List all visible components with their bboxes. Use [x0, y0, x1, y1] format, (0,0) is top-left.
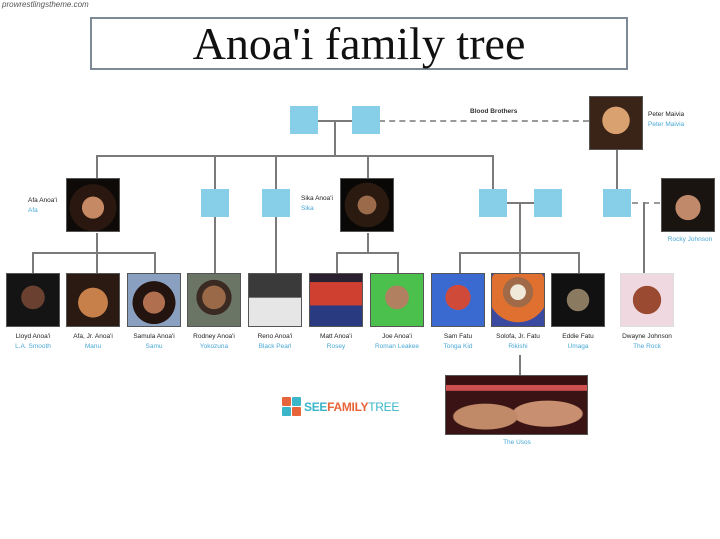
logo-text-see: SEE — [304, 400, 328, 414]
name-reno-anoai: Reno Anoa'i — [257, 333, 293, 340]
blood-brothers-dashed-line — [379, 120, 589, 122]
logo-text-tree: TREE — [368, 400, 400, 414]
photo-rodney-anoai[interactable] — [187, 273, 241, 327]
unknown-spouse-node-3[interactable] — [479, 189, 507, 217]
alias-roman-leakee[interactable]: Roman Leakee — [374, 343, 420, 350]
alias-the-usos[interactable]: The Usos — [503, 439, 531, 446]
name-lloyd-anoai: Lloyd Anoa'i — [15, 333, 51, 340]
logo-mark-icon — [282, 397, 302, 417]
alias-rikishi[interactable]: Rikishi — [508, 343, 528, 350]
photo-peter-maivia[interactable] — [589, 96, 643, 150]
name-sam-fatu: Sam Fatu — [443, 333, 473, 340]
alias-the-rock[interactable]: The Rock — [633, 343, 661, 350]
alias-rosey[interactable]: Rosey — [326, 343, 346, 350]
alias-yokozuna[interactable]: Yokozuna — [199, 343, 229, 350]
logo-text-family: FAMILY — [327, 400, 369, 414]
photo-sika[interactable] — [340, 178, 394, 232]
name-sika: Sika Anoa'i — [301, 195, 333, 202]
alias-afa[interactable]: Afa — [28, 207, 38, 214]
blood-brothers-label: Blood Brothers — [470, 108, 518, 115]
alias-sika[interactable]: Sika — [301, 205, 314, 212]
name-matt-anoai: Matt Anoa'i — [320, 333, 352, 340]
alias-rocky-johnson[interactable]: Rocky Johnson — [667, 236, 713, 243]
maivia-daughter-node[interactable] — [603, 189, 631, 217]
name-joe-anoai: Joe Anoa'i — [382, 333, 412, 340]
name-eddie-fatu: Eddie Fatu — [562, 333, 594, 340]
alias-manu[interactable]: Manu — [84, 343, 102, 350]
name-dwayne-johnson: Dwayne Johnson — [622, 333, 672, 340]
title-box: Anoa'i family tree — [90, 17, 628, 70]
photo-dwayne-johnson[interactable] — [620, 273, 674, 327]
unknown-parent-node-1[interactable] — [290, 106, 318, 134]
page-title: Anoa'i family tree — [192, 17, 526, 69]
name-afa: Afa Anoa'i — [28, 197, 58, 204]
unknown-spouse-node-4[interactable] — [534, 189, 562, 217]
alias-la-smooth[interactable]: L.A. Smooth — [15, 343, 51, 350]
photo-lloyd-anoai[interactable] — [6, 273, 60, 327]
name-samula-anoai: Samula Anoa'i — [133, 333, 175, 340]
alias-black-pearl[interactable]: Black Pearl — [258, 343, 292, 350]
unknown-parent-node-2[interactable] — [352, 106, 380, 134]
photo-joe-anoai[interactable] — [370, 273, 424, 327]
alias-peter-maivia[interactable]: Peter Maivia — [648, 121, 685, 128]
name-peter-maivia: Peter Maivia — [648, 111, 685, 118]
unknown-spouse-node-2[interactable] — [262, 189, 290, 217]
unknown-spouse-node-1[interactable] — [201, 189, 229, 217]
photo-eddie-fatu[interactable] — [551, 273, 605, 327]
photo-sam-fatu[interactable] — [431, 273, 485, 327]
photo-the-usos[interactable] — [445, 375, 588, 435]
alias-umaga[interactable]: Umaga — [567, 343, 589, 350]
watermark: prowrestlingstheme.com — [2, 0, 89, 9]
alias-tonga-kid[interactable]: Tonga Kid — [443, 343, 473, 350]
name-rodney-anoai: Rodney Anoa'i — [193, 333, 235, 340]
name-afa-jr-anoai: Afa, Jr. Anoa'i — [73, 333, 113, 340]
photo-afa-jr-anoai[interactable] — [66, 273, 120, 327]
alias-samu[interactable]: Samu — [145, 343, 163, 350]
photo-afa[interactable] — [66, 178, 120, 232]
photo-rocky-johnson[interactable] — [661, 178, 715, 232]
photo-matt-anoai[interactable] — [309, 273, 363, 327]
photo-solofa-jr-fatu[interactable] — [491, 273, 545, 327]
see-family-tree-logo[interactable]: SEE FAMILY TREE — [282, 397, 399, 417]
photo-reno-anoai[interactable] — [248, 273, 302, 327]
photo-samula-anoai[interactable] — [127, 273, 181, 327]
name-solofa-jr-fatu: Solofa, Jr. Fatu — [496, 333, 540, 340]
